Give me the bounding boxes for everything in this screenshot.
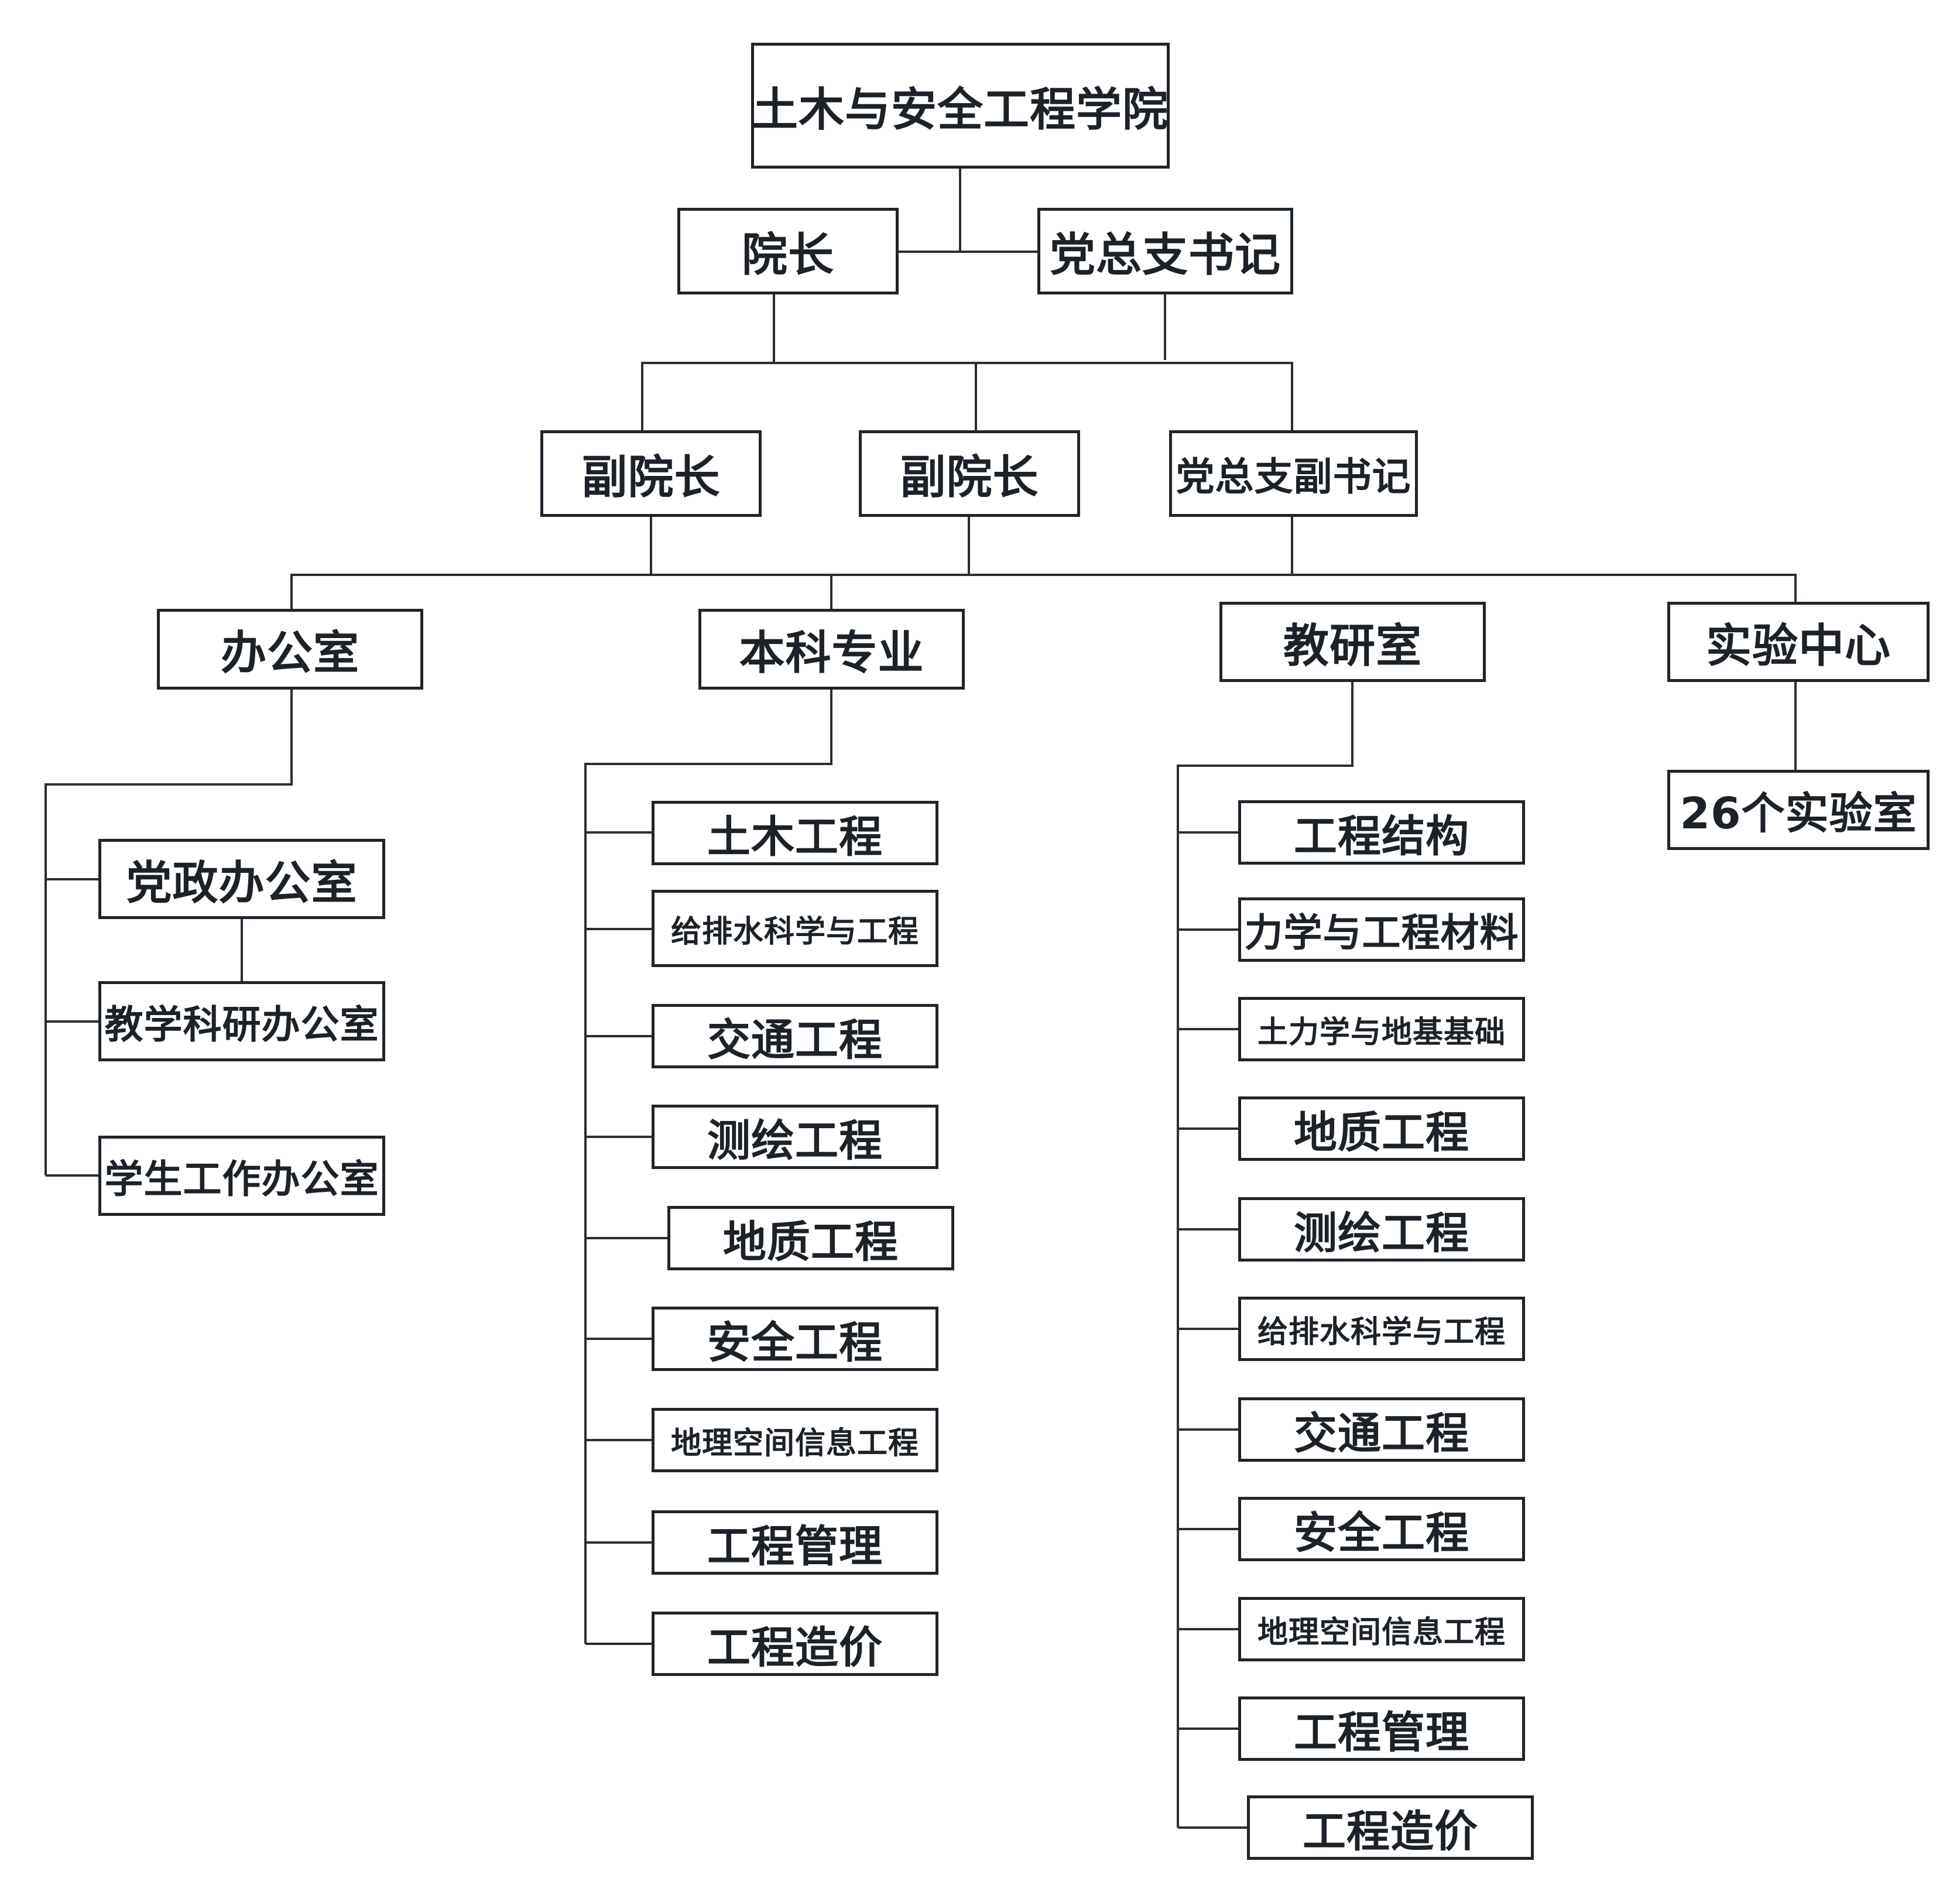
undergrad-majors-node: 本科专业 bbox=[698, 609, 965, 690]
teaching-section-item: 安全工程 bbox=[1238, 1497, 1525, 1561]
teaching-section-item: 工程结构 bbox=[1238, 800, 1525, 865]
office-item: 教学科研办公室 bbox=[98, 981, 385, 1061]
undergrad-major-item: 土木工程 bbox=[652, 801, 938, 865]
vice-dean-node-2: 副院长 bbox=[859, 430, 1080, 517]
teaching-research-node: 教研室 bbox=[1219, 602, 1486, 682]
teaching-section-item: 地理空间信息工程 bbox=[1238, 1597, 1525, 1661]
teaching-section-item: 工程造价 bbox=[1247, 1795, 1534, 1860]
college-root-node: 土木与安全工程学院 bbox=[751, 43, 1170, 169]
undergrad-major-item: 安全工程 bbox=[652, 1307, 938, 1371]
office-item: 党政办公室 bbox=[98, 839, 385, 919]
teaching-section-item: 地质工程 bbox=[1238, 1096, 1525, 1161]
undergrad-major-item: 给排水科学与工程 bbox=[652, 890, 938, 967]
undergrad-major-item: 地质工程 bbox=[667, 1206, 954, 1270]
teaching-section-item: 土力学与地基基础 bbox=[1238, 997, 1525, 1061]
undergrad-major-item: 工程造价 bbox=[652, 1612, 938, 1676]
lab-center-node: 实验中心 bbox=[1667, 602, 1930, 682]
vice-party-secretary-node: 党总支副书记 bbox=[1169, 430, 1418, 517]
party-secretary-node: 党总支书记 bbox=[1037, 208, 1293, 294]
undergrad-major-item: 地理空间信息工程 bbox=[652, 1408, 938, 1472]
teaching-section-item: 给排水科学与工程 bbox=[1238, 1297, 1525, 1361]
undergrad-major-item: 工程管理 bbox=[652, 1510, 938, 1575]
vice-dean-node-1: 副院长 bbox=[540, 430, 762, 517]
office-item: 学生工作办公室 bbox=[98, 1136, 385, 1216]
teaching-section-item: 测绘工程 bbox=[1238, 1197, 1525, 1262]
undergrad-major-item: 交通工程 bbox=[652, 1004, 938, 1068]
teaching-section-item: 工程管理 bbox=[1238, 1696, 1525, 1761]
teaching-section-item: 力学与工程材料 bbox=[1238, 897, 1525, 962]
lab-item: 26个实验室 bbox=[1667, 770, 1930, 850]
undergrad-major-item: 测绘工程 bbox=[652, 1105, 938, 1169]
teaching-section-item: 交通工程 bbox=[1238, 1397, 1525, 1462]
dean-node: 院长 bbox=[677, 208, 899, 294]
office-department-node: 办公室 bbox=[157, 609, 423, 690]
